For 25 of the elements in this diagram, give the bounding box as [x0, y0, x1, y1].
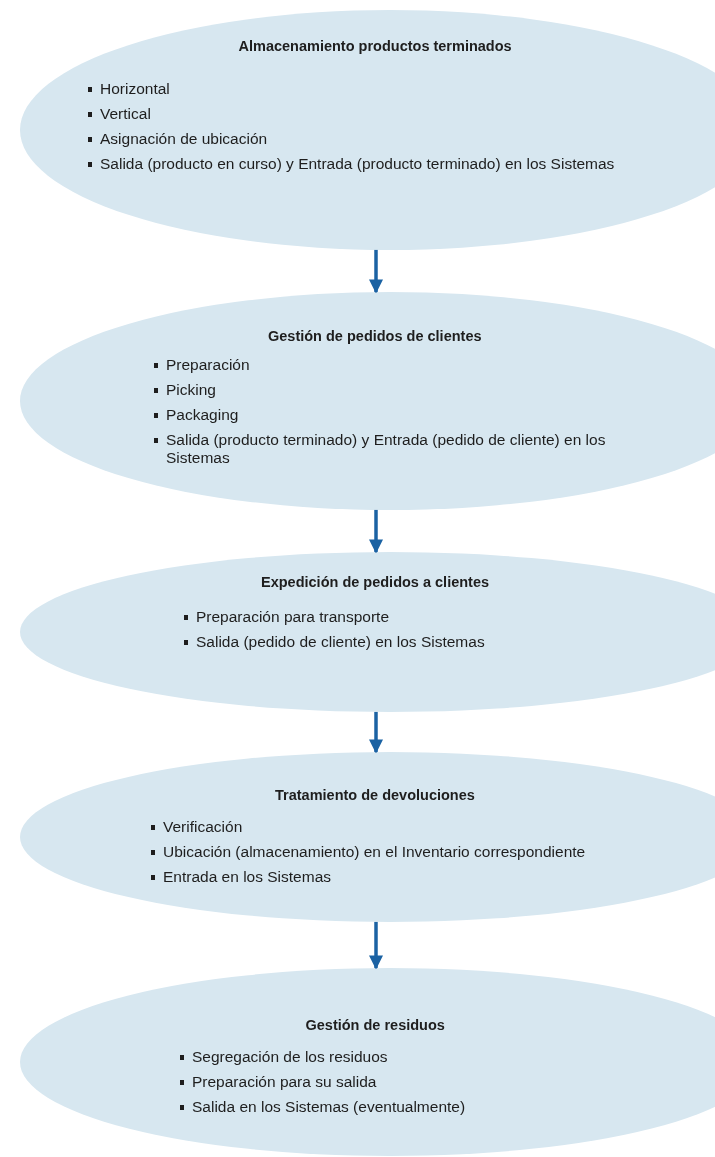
arrow [369, 921, 383, 970]
bullet-item: Preparación para su salida [180, 1073, 680, 1091]
bullet-item: Horizontal [88, 80, 715, 98]
bullet-item: Preparación para transporte [184, 608, 684, 626]
bullet-item: Salida (pedido de cliente) en los Sistemas [184, 633, 684, 651]
ellipse-heading: Almacenamiento productos terminados [238, 38, 512, 54]
bullet-item: Salida en los Sistemas (eventualmente) [180, 1098, 680, 1116]
bullet-item: Packaging [154, 406, 624, 424]
ellipse-heading: Gestión de pedidos de clientes [268, 328, 482, 344]
bullet-item: Salida (producto terminado) y Entrada (pedido de cliente) en los Sistemas [154, 431, 624, 467]
bullet-item: Preparación [154, 356, 624, 374]
bullet-item: Ubicación (almacenamiento) en el Inventario correspondiente [151, 843, 711, 861]
bullet-item: Salida (producto en curso) y Entrada (producto terminado) en los Sistemas [88, 155, 715, 173]
bullet-item: Segregación de los residuos [180, 1048, 680, 1066]
ellipse-heading: Tratamiento de devoluciones [275, 787, 475, 803]
arrow [369, 711, 383, 754]
bullet-item: Verificación [151, 818, 711, 836]
bullet-item: Entrada en los Sistemas [151, 868, 711, 886]
arrow [369, 509, 383, 554]
ellipse-heading: Expedición de pedidos a clientes [261, 574, 490, 590]
bullet-item: Picking [154, 381, 624, 399]
ellipse-heading: Gestión de residuos [305, 1017, 445, 1033]
arrow [369, 249, 383, 294]
bullet-item: Asignación de ubicación [88, 130, 715, 148]
bullet-item: Vertical [88, 105, 715, 123]
